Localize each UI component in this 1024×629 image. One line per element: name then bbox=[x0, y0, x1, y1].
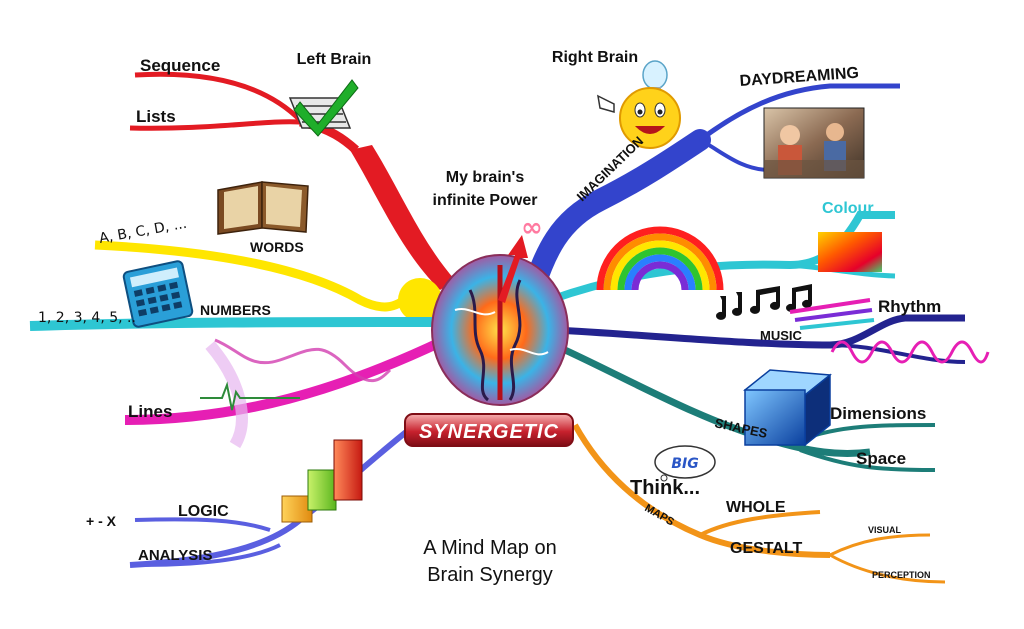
branch-blue-daydreaming bbox=[698, 83, 900, 143]
label-words: WORDS bbox=[250, 239, 304, 255]
center-caption-line2: infinite Power bbox=[433, 192, 538, 209]
label-whole: WHOLE bbox=[726, 499, 786, 516]
label-rhythm: Rhythm bbox=[878, 297, 941, 316]
map-title-line1: A Mind Map on bbox=[423, 537, 556, 559]
label-sequence: Sequence bbox=[140, 56, 220, 75]
checkmark-checklist-icon bbox=[288, 79, 359, 137]
branch-orange-visual bbox=[829, 533, 931, 557]
sine-wave-icon bbox=[830, 340, 990, 364]
think-bubble-label: BIG bbox=[671, 456, 698, 472]
label-operators: + - X bbox=[86, 513, 117, 529]
branch-red-sequence bbox=[134, 71, 302, 122]
label-logic: LOGIC bbox=[178, 503, 229, 520]
branch-magenta bbox=[124, 335, 448, 425]
synergetic-label: SYNERGETIC bbox=[419, 421, 559, 443]
open-book-icon bbox=[217, 181, 309, 235]
label-maps: MAPS bbox=[643, 502, 677, 528]
lightbulb-smiley-icon bbox=[597, 60, 681, 149]
branch-orange-perception bbox=[829, 553, 946, 584]
center-caption-line1: My brain's bbox=[446, 169, 525, 186]
branch-orange-whole bbox=[699, 510, 821, 537]
label-think: Think... bbox=[630, 477, 700, 499]
colour-swatch bbox=[818, 232, 882, 272]
label-numbers: NUMBERS bbox=[200, 302, 271, 318]
label-dimensions: Dimensions bbox=[830, 404, 926, 423]
arrow-icon bbox=[498, 235, 528, 303]
calculator-icon bbox=[122, 260, 194, 328]
label-alphabet: A, B, C, D, ... bbox=[98, 216, 188, 247]
think-bubble-icon: BIG bbox=[654, 445, 716, 482]
music-notes-icon bbox=[716, 284, 812, 320]
infinity-icon: ∞ bbox=[521, 213, 543, 243]
label-music: MUSIC bbox=[760, 328, 803, 343]
map-title-line2: Brain Synergy bbox=[427, 564, 553, 586]
right-brain-label: Right Brain bbox=[552, 49, 638, 66]
cube-icon bbox=[743, 369, 832, 447]
wave-decoration bbox=[214, 338, 392, 383]
swoosh-decoration bbox=[205, 341, 248, 449]
pulse-line-icon bbox=[200, 381, 300, 411]
brain-icon bbox=[431, 254, 569, 406]
branch-orange bbox=[572, 423, 831, 558]
branch-blue-trunk bbox=[519, 129, 711, 311]
rainbow-icon bbox=[596, 226, 724, 291]
synergetic-badge: SYNERGETIC bbox=[404, 413, 574, 447]
branch-indigo-analysis bbox=[139, 543, 281, 567]
bar-chart-icon bbox=[281, 439, 363, 523]
branch-red-main bbox=[350, 145, 455, 290]
branch-indigo-logic bbox=[134, 517, 271, 532]
branch-red-lists bbox=[129, 119, 301, 131]
label-perception: PERCEPTION bbox=[872, 570, 931, 580]
label-lists: Lists bbox=[136, 107, 176, 126]
label-gestalt: GESTALT bbox=[730, 540, 803, 557]
label-visual: VISUAL bbox=[868, 525, 902, 535]
label-space: Space bbox=[856, 449, 906, 468]
branch-yellow bbox=[94, 240, 414, 312]
branch-cyan bbox=[29, 317, 446, 331]
label-lines: Lines bbox=[128, 402, 172, 421]
label-colour: Colour bbox=[822, 200, 874, 217]
colour-streaks bbox=[789, 298, 875, 330]
label-analysis: ANALYSIS bbox=[138, 547, 212, 564]
branch-navy bbox=[554, 314, 965, 349]
label-digits: 1, 2, 3, 4, 5, .. bbox=[38, 310, 136, 326]
classroom-photo bbox=[763, 107, 865, 179]
branch-blue-photo bbox=[699, 138, 771, 172]
left-brain-label: Left Brain bbox=[297, 51, 372, 68]
branch-teal-space bbox=[799, 448, 936, 472]
branch-yellow-node bbox=[398, 278, 442, 322]
branch-indigo bbox=[129, 422, 417, 568]
